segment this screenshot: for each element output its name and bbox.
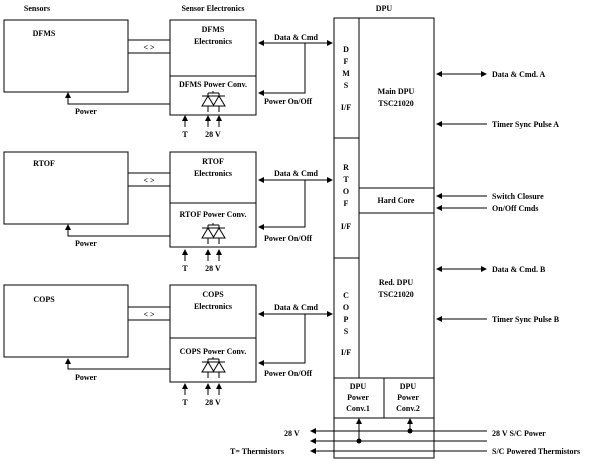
electronics-box-cops bbox=[169, 284, 257, 383]
data-cmd-label-rtof: Data & Cmd bbox=[274, 169, 319, 178]
electronics-box-dfms bbox=[169, 19, 257, 116]
header-sensor-electronics: Sensor Electronics bbox=[181, 4, 244, 13]
data-cmd-label-cops: Data & Cmd bbox=[274, 303, 319, 312]
dpu-block: D F M S I/F R T O F I/F C O P S I/F Main… bbox=[333, 17, 435, 459]
timer-sync-b-label: Timer Sync Pulse B bbox=[492, 315, 560, 324]
serial-link-cops: < > bbox=[143, 310, 155, 319]
if-letter-rtof-1: R bbox=[343, 163, 349, 172]
dpu-pc1-label-3: Conv.1 bbox=[346, 404, 370, 413]
electronics-box-rtof bbox=[169, 151, 257, 248]
if-letter-rtof-3: O bbox=[343, 187, 349, 196]
diode-pair-rtof bbox=[201, 223, 226, 244]
power-conv-label-cops: COPS Power Conv. bbox=[180, 347, 247, 356]
hard-core-label: Hard Core bbox=[378, 196, 415, 205]
sc-thermistors-label: S/C Powered Thermistors bbox=[492, 447, 580, 456]
if-label-cops: I/F bbox=[341, 348, 351, 357]
serial-link-rtof: < > bbox=[143, 176, 155, 185]
dpu-pc1-label-2: Power bbox=[347, 393, 369, 402]
main-dpu-label-2: TSC21020 bbox=[378, 99, 414, 108]
power-conv-label-dfms: DFMS Power Conv. bbox=[179, 80, 247, 89]
t-label-dfms: T bbox=[182, 130, 188, 139]
diode-pair-dfms bbox=[201, 91, 226, 112]
channel-rtof: RTOF RTOF Electronics RTOF Power Conv. <… bbox=[3, 151, 333, 273]
onoff-cmds-label: On/Off Cmds bbox=[492, 204, 538, 213]
if-letter-dfms-3: M bbox=[342, 69, 350, 78]
electronics-label-cops-1: COPS bbox=[202, 290, 224, 299]
power-conv-label-rtof: RTOF Power Conv. bbox=[180, 210, 247, 219]
if-letter-cops-1: C bbox=[343, 291, 349, 300]
serial-link-dfms: < > bbox=[143, 43, 155, 52]
if-letter-rtof-2: T bbox=[343, 175, 349, 184]
timer-sync-a-label: Timer Sync Pulse A bbox=[492, 120, 559, 129]
sensor-label-cops: COPS bbox=[33, 295, 55, 304]
v28-label-cops: 28 V bbox=[205, 398, 221, 407]
red-dpu-label-1: Red. DPU bbox=[379, 278, 413, 287]
electronics-label-rtof-2: Electronics bbox=[194, 169, 232, 178]
data-cmd-b-label: Data & Cmd. B bbox=[492, 265, 546, 274]
power-onoff-label-cops: Power On/Off bbox=[264, 369, 312, 378]
data-cmd-a-label: Data & Cmd. A bbox=[492, 70, 546, 79]
if-letter-dfms-4: S bbox=[344, 81, 349, 90]
external-interfaces: Data & Cmd. A Timer Sync Pulse A Switch … bbox=[230, 70, 580, 456]
electronics-label-dfms-1: DFMS bbox=[202, 25, 225, 34]
sensor-box-cops bbox=[3, 284, 129, 358]
diode-pair-cops bbox=[201, 357, 226, 378]
t-label-cops: T bbox=[182, 398, 188, 407]
if-label-dfms: I/F bbox=[341, 103, 351, 112]
switch-closure-label: Switch Closure bbox=[492, 192, 544, 201]
if-letter-dfms-2: F bbox=[344, 57, 349, 66]
if-letter-dfms-1: D bbox=[343, 45, 349, 54]
v28-label-rtof: 28 V bbox=[205, 264, 221, 273]
thermistors-out-label: T= Thermistors bbox=[230, 447, 284, 456]
electronics-label-cops-2: Electronics bbox=[194, 302, 232, 311]
if-letter-cops-3: P bbox=[344, 315, 349, 324]
power-label-cops: Power bbox=[75, 373, 97, 382]
t-label-rtof: T bbox=[182, 264, 188, 273]
dpu-pc2-label-2: Power bbox=[397, 393, 419, 402]
sensor-box-dfms bbox=[3, 19, 129, 93]
v28-out-label: 28 V bbox=[284, 429, 300, 438]
data-cmd-label-dfms: Data & Cmd bbox=[274, 33, 319, 42]
red-dpu-label-2: TSC21020 bbox=[378, 290, 414, 299]
v28-label-dfms: 28 V bbox=[205, 130, 221, 139]
electronics-label-rtof-1: RTOF bbox=[202, 157, 224, 166]
power-label-dfms: Power bbox=[75, 107, 97, 116]
sensor-label-dfms: DFMS bbox=[33, 29, 56, 38]
channel-cops: COPS COPS Electronics COPS Power Conv. <… bbox=[3, 284, 333, 407]
if-letter-rtof-4: F bbox=[344, 199, 349, 208]
if-letter-cops-2: O bbox=[343, 303, 349, 312]
if-letter-cops-4: S bbox=[344, 327, 349, 336]
power-onoff-label-dfms: Power On/Off bbox=[264, 97, 312, 106]
electronics-label-dfms-2: Electronics bbox=[194, 37, 232, 46]
power-label-rtof: Power bbox=[75, 239, 97, 248]
sc-power-label: 28 V S/C Power bbox=[492, 429, 546, 438]
dpu-pc2-label-1: DPU bbox=[400, 382, 417, 391]
header-dpu: DPU bbox=[376, 4, 393, 13]
dpu-pc2-label-3: Conv.2 bbox=[396, 404, 420, 413]
dpu-pc1-label-1: DPU bbox=[350, 382, 367, 391]
channel-dfms: DFMS DFMS Electronics DFMS Power Conv. <… bbox=[3, 19, 333, 139]
power-onoff-label-rtof: Power On/Off bbox=[264, 234, 312, 243]
header-sensors: Sensors bbox=[24, 4, 50, 13]
if-label-rtof: I/F bbox=[341, 222, 351, 231]
sensor-box-rtof bbox=[3, 151, 129, 225]
main-dpu-label-1: Main DPU bbox=[378, 87, 415, 96]
sensor-label-rtof: RTOF bbox=[33, 159, 55, 168]
